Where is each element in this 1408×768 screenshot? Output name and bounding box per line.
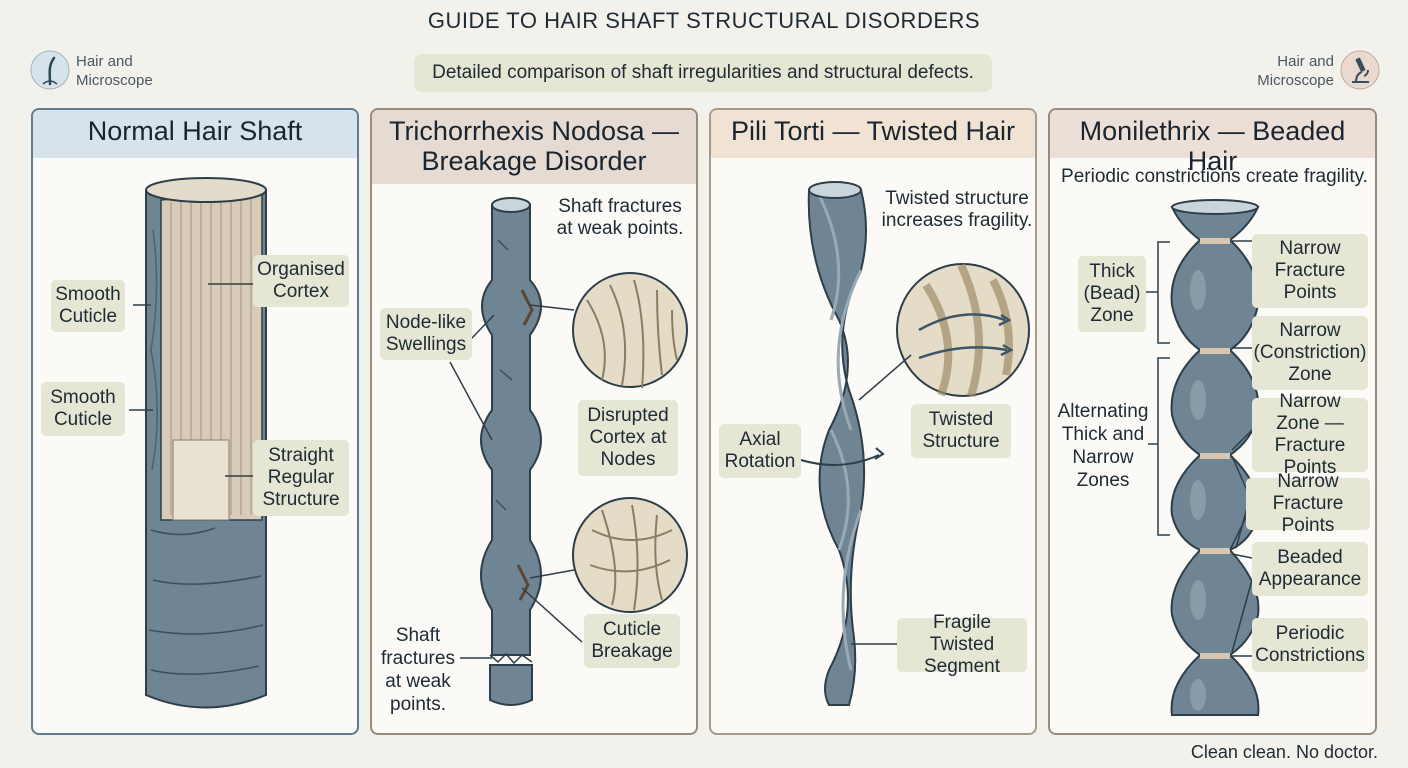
microscope-icon [1340, 50, 1380, 90]
label-narrow-zone-fracture: Narrow Zone — Fracture Points [1252, 391, 1368, 478]
label-organised-cortex: Organised Cortex [253, 255, 349, 307]
page-subtitle: Detailed comparison of shaft irregularit… [414, 54, 992, 92]
brand-left-line1: Hair and [76, 53, 133, 70]
panel-normal-hair: Normal Hair Shaft Smooth Cuticle Smooth … [31, 108, 359, 735]
hair-follicle-icon [30, 50, 70, 90]
trichorrhexis-note: Shaft fractures at weak points. [556, 196, 684, 239]
label-cuticle-breakage: Cuticle Breakage [584, 614, 680, 668]
panel-pili-torti-title: Pili Torti — Twisted Hair [711, 110, 1035, 158]
label-shaft-fractures: Shaft fractures at weak points. [381, 625, 455, 715]
label-alternating-zones: Alternating Thick and Narrow Zones [1057, 401, 1149, 491]
label-narrow-constriction: Narrow (Constriction) Zone [1252, 316, 1368, 390]
monilethrix-illustration [1146, 199, 1260, 716]
panel-monilethrix-title: Monilethrix — Beaded Hair [1050, 110, 1375, 176]
panel-trichorrhexis-title: Trichorrhexis Nodosa — Breakage Disorder [372, 110, 696, 184]
label-thick-zone: Thick (Bead) Zone [1078, 256, 1146, 332]
panel-monilethrix: Monilethrix — Beaded Hair Periodic const… [1048, 108, 1377, 735]
pili-torti-illustration [800, 181, 1030, 706]
label-straight-regular: Straight Regular Structure [253, 440, 349, 516]
pili-torti-note: Twisted structure increases fragility. [881, 188, 1033, 231]
brand-right-line1: Hair and [1277, 53, 1334, 70]
label-beaded-appearance: Beaded Appearance [1252, 542, 1368, 596]
page-title: GUIDE TO HAIR SHAFT STRUCTURAL DISORDERS [427, 8, 981, 33]
label-twisted-structure: Twisted Structure [911, 404, 1011, 458]
label-node-swellings: Node-like Swellings [380, 308, 472, 360]
label-narrow-fracture-1: Narrow Fracture Points [1252, 234, 1368, 308]
label-disrupted-cortex: Disrupted Cortex at Nodes [578, 400, 678, 476]
brand-left-line2: Microscope [76, 72, 153, 89]
footer-note: Clean clean. No doctor. [1190, 742, 1378, 762]
panel-trichorrhexis-nodosa: Trichorrhexis Nodosa — Breakage Disorder… [370, 108, 698, 735]
brand-right-line2: Microscope [1257, 72, 1334, 89]
label-narrow-fracture-2: Narrow Fracture Points [1246, 471, 1370, 536]
label-axial-rotation: Axial Rotation [719, 424, 801, 478]
monilethrix-note: Periodic constrictions create fragility. [1061, 166, 1368, 187]
label-fragile-segment: Fragile Twisted Segment [897, 612, 1027, 677]
panel-normal-title: Normal Hair Shaft [33, 110, 357, 158]
label-smooth-cuticle-1: Smooth Cuticle [51, 280, 125, 332]
label-periodic-constrictions: Periodic Constrictions [1252, 618, 1368, 672]
label-smooth-cuticle-2: Smooth Cuticle [41, 382, 125, 436]
trichorrhexis-illustration [449, 197, 688, 706]
normal-shaft-illustration [129, 177, 267, 709]
panel-pili-torti: Pili Torti — Twisted Hair Twisted struct… [709, 108, 1037, 735]
